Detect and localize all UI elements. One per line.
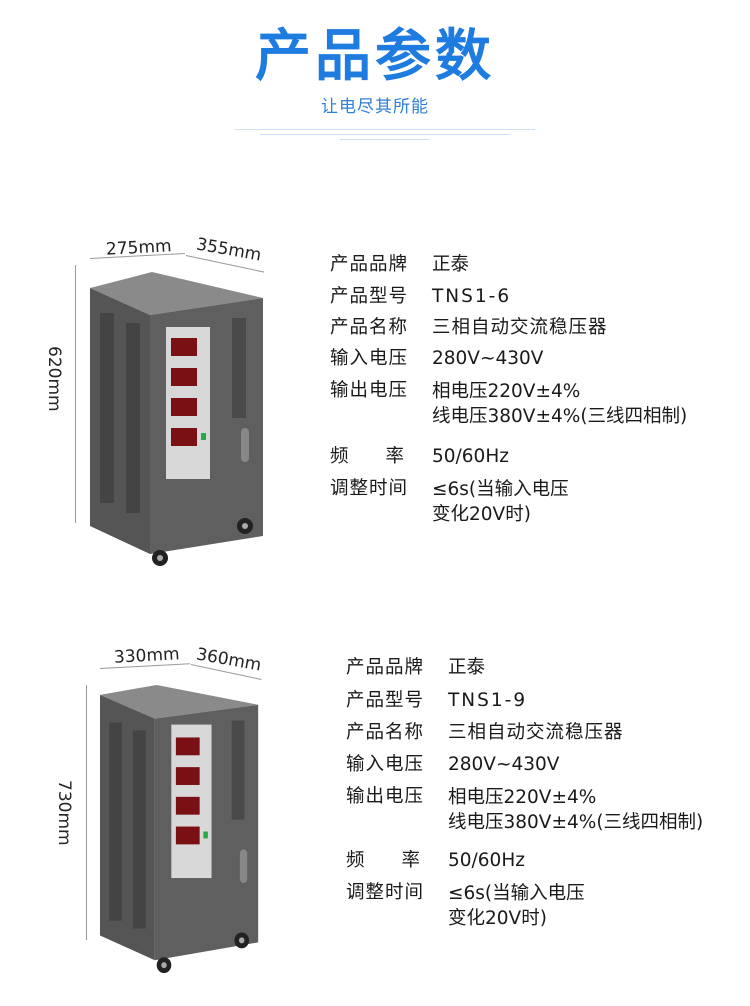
cabinet-side: [90, 288, 150, 554]
spec-row-brand: 产品品牌正泰: [330, 254, 470, 275]
spec-row-adjust-time: 调整时间≤6s(当输入电压变化20V时): [346, 882, 585, 929]
front-vent: [232, 318, 246, 418]
display-meter: [175, 767, 200, 785]
display-meter: [175, 796, 200, 815]
spec-row-name: 产品名称三相自动交流稳压器: [346, 722, 624, 743]
spec-row-output-voltage: 输出电压相电压220V±4%线电压380V±4%(三线四相制): [330, 380, 688, 427]
height-dimension-line: [86, 685, 87, 940]
depth-dimension: 355mm: [194, 234, 263, 266]
cabinet-top: [90, 272, 263, 315]
depth-dimension: 360mm: [194, 644, 263, 676]
cabinet-detail: [157, 555, 163, 561]
display-meter: [171, 338, 197, 356]
side-vent: [100, 313, 114, 503]
display-meter: [175, 826, 200, 845]
width-dimension: 330mm: [113, 644, 181, 668]
display-meter: [171, 368, 197, 386]
fine-print-line: [260, 134, 510, 135]
page-title: 产品参数: [255, 24, 495, 89]
fine-print-line: [235, 129, 535, 130]
cabinet-detail: [161, 962, 167, 969]
side-vent: [132, 730, 146, 929]
door-handle: [239, 849, 248, 883]
power-switch: [201, 433, 206, 440]
voltage-stabilizer-image: [90, 272, 263, 566]
front-vent: [231, 720, 245, 820]
door-handle: [241, 428, 249, 462]
cabinet-side: [100, 694, 155, 961]
side-vent: [126, 323, 140, 513]
cabinet-detail: [238, 937, 245, 944]
spec-row-name: 产品名称三相自动交流稳压器: [330, 317, 608, 338]
side-vent: [109, 722, 122, 921]
display-meter: [171, 428, 197, 446]
spec-row-output-voltage: 输出电压相电压220V±4%线电压380V±4%(三线四相制): [346, 786, 704, 833]
height-dimension: 730mm: [54, 780, 74, 846]
cabinet-detail: [242, 523, 248, 529]
fine-print-line: [340, 139, 430, 140]
display-meter: [175, 737, 200, 756]
height-dimension-line: [75, 265, 76, 523]
width-dimension: 275mm: [105, 236, 173, 260]
display-meter: [171, 398, 197, 416]
voltage-stabilizer-image: [100, 684, 259, 974]
page-subtitle: 让电尽其所能: [321, 97, 429, 117]
spec-row-brand: 产品品牌正泰: [346, 657, 486, 678]
power-switch: [203, 831, 208, 839]
cabinet-top: [100, 684, 259, 719]
spec-row-adjust-time: 调整时间≤6s(当输入电压变化20V时): [330, 478, 569, 525]
height-dimension: 620mm: [44, 346, 64, 412]
